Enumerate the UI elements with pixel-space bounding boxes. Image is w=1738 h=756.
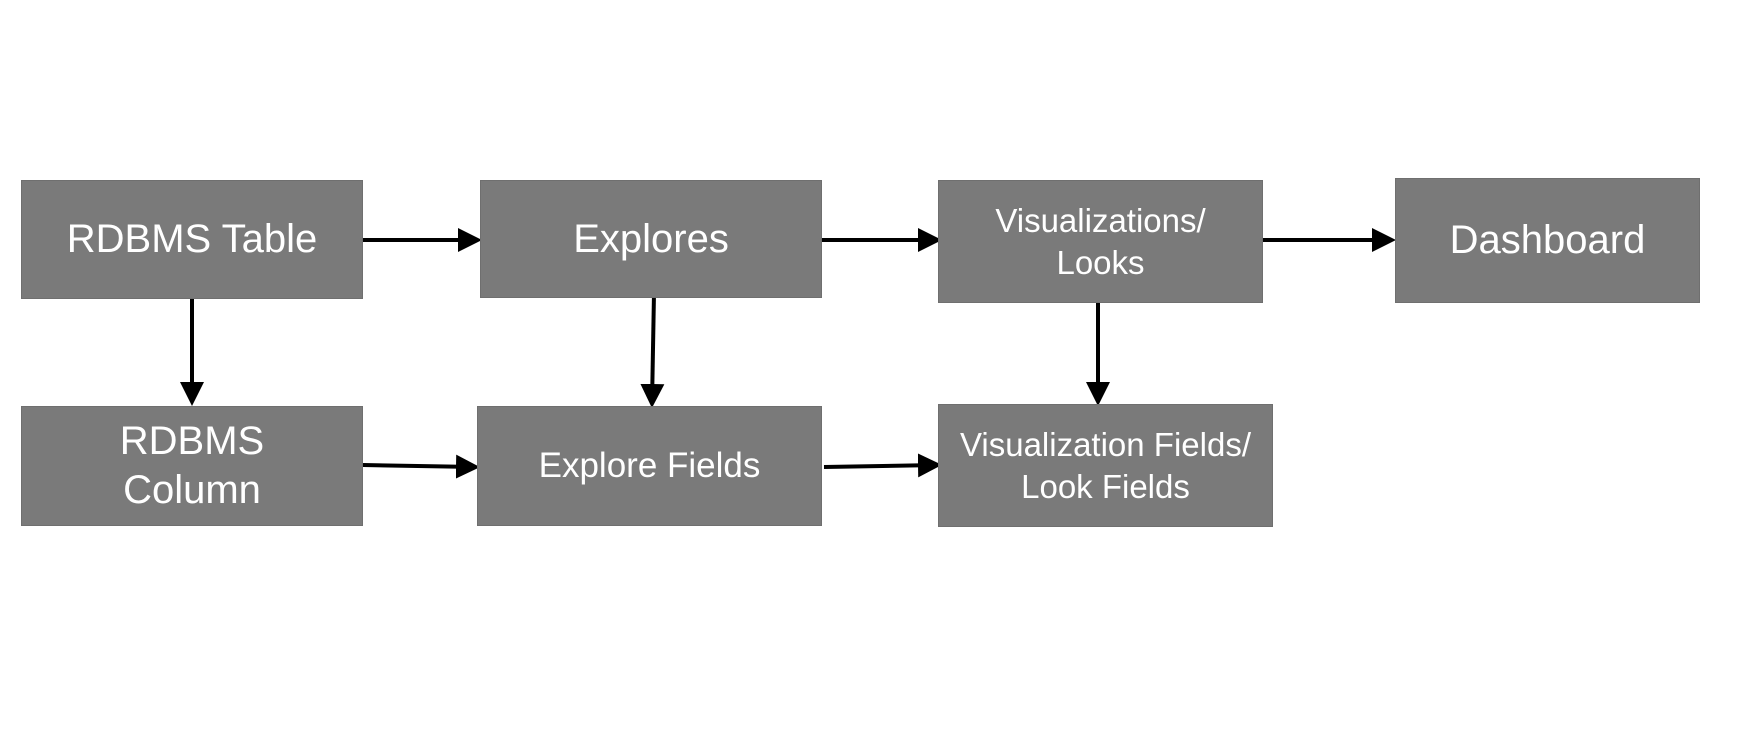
node-dashboard-label: Dashboard: [1449, 218, 1646, 262]
node-rdbms-column: RDBMS Column: [21, 406, 363, 526]
arrow-explores-to-explore-fields: [640, 292, 665, 408]
node-explores: Explores: [480, 180, 822, 298]
arrow-explore-fields-to-visualization-fields: [823, 453, 942, 478]
node-visualization-fields-look-fields: Visualization Fields/ Look Fields: [938, 404, 1273, 527]
node-rdbms-column-label: RDBMS Column: [119, 419, 265, 512]
node-rdbms-table: RDBMS Table: [21, 180, 363, 299]
node-explore-fields-label: Explore Fields: [538, 446, 761, 485]
node-dashboard: Dashboard: [1395, 178, 1700, 303]
node-visualizations-looks: Visualizations/ Looks: [938, 180, 1263, 303]
node-explore-fields: Explore Fields: [477, 406, 822, 526]
node-explores-label: Explores: [573, 216, 729, 261]
node-visualization-fields-look-fields-label: Visualization Fields/ Look Fields: [959, 425, 1252, 505]
arrow-rdbms-column-to-explore-fields: [362, 454, 480, 479]
node-rdbms-table-label: RDBMS Table: [66, 217, 318, 261]
node-visualizations-looks-label: Visualizations/ Looks: [995, 201, 1206, 281]
